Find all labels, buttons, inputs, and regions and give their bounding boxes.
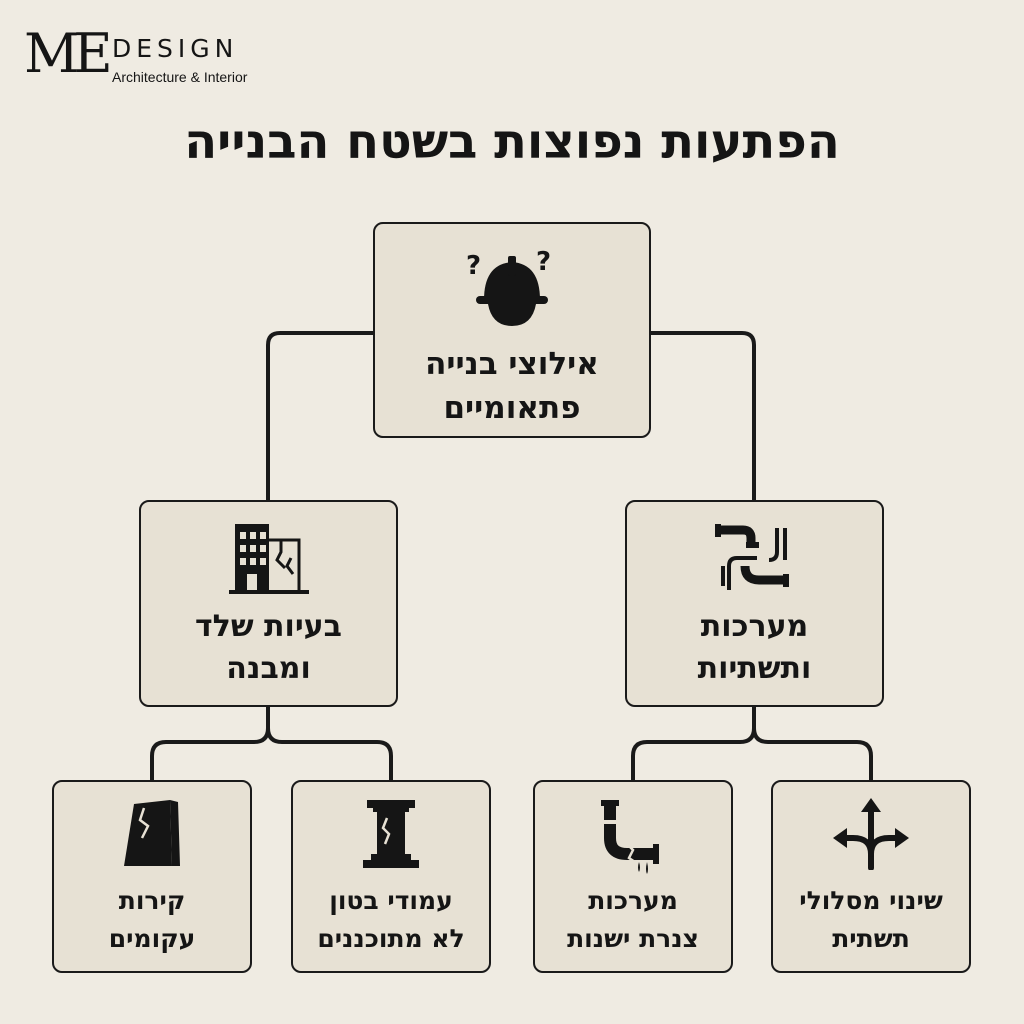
logo-mark: ME bbox=[24, 22, 113, 85]
node-old-pipes-line2: צנרת ישנות bbox=[567, 924, 699, 953]
node-root: ? ? אילוצי בנייה פתאומיים bbox=[373, 222, 651, 438]
node-structure-line2: ומבנה bbox=[226, 651, 311, 686]
node-columns: עמודי בטון לא מתוכננים bbox=[291, 780, 491, 973]
node-rerouting-line1: שינוי מסלולי bbox=[799, 886, 943, 915]
brand-logo: ME DESIGN Architecture & Interior bbox=[24, 24, 284, 88]
leaking-pipe-icon bbox=[593, 798, 673, 878]
node-rerouting-label: שינוי מסלולי תשתית bbox=[773, 882, 969, 958]
connector-structure-walls bbox=[150, 705, 270, 782]
page-title: הפתעות נפוצות בשטח הבנייה bbox=[184, 114, 840, 170]
svg-text:?: ? bbox=[466, 251, 481, 281]
node-rerouting: שינוי מסלולי תשתית bbox=[771, 780, 971, 973]
connector-infrastructure-pipes bbox=[631, 705, 756, 782]
node-root-line1: אילוצי בנייה bbox=[425, 346, 599, 382]
node-walls-line1: קירות bbox=[118, 886, 186, 915]
node-root-label: אילוצי בנייה פתאומיים bbox=[375, 342, 649, 430]
node-walls-line2: עקומים bbox=[108, 924, 196, 953]
node-columns-line2: לא מתוכננים bbox=[317, 924, 465, 953]
node-structure: בעיות שלד ומבנה bbox=[139, 500, 398, 707]
node-columns-line1: עמודי בטון bbox=[329, 886, 453, 915]
node-infrastructure: מערכות ותשתיות bbox=[625, 500, 884, 707]
node-old-pipes-label: מערכות צנרת ישנות bbox=[535, 882, 731, 958]
node-infrastructure-line2: ותשתיות bbox=[697, 651, 812, 686]
node-root-line2: פתאומיים bbox=[443, 390, 581, 426]
node-infrastructure-line1: מערכות bbox=[700, 609, 809, 644]
crooked-wall-icon bbox=[120, 798, 184, 874]
node-walls: קירות עקומים bbox=[52, 780, 252, 973]
connector-structure-columns bbox=[266, 705, 393, 782]
cracked-building-icon bbox=[228, 518, 309, 598]
node-walls-label: קירות עקומים bbox=[54, 882, 250, 958]
node-old-pipes: מערכות צנרת ישנות bbox=[533, 780, 733, 973]
node-infrastructure-label: מערכות ותשתיות bbox=[627, 606, 882, 690]
node-columns-label: עמודי בטון לא מתוכננים bbox=[293, 882, 489, 958]
node-rerouting-line2: תשתית bbox=[832, 924, 910, 953]
concrete-column-icon bbox=[355, 798, 427, 874]
split-arrows-icon bbox=[831, 798, 911, 874]
node-structure-line1: בעיות שלד bbox=[195, 609, 342, 644]
pipes-icon bbox=[714, 520, 795, 596]
connector-root-structure bbox=[266, 331, 375, 502]
node-old-pipes-line1: מערכות bbox=[588, 886, 678, 915]
connector-infrastructure-routes bbox=[752, 705, 873, 782]
hardhat-question-icon: ? ? bbox=[464, 244, 560, 334]
logo-wordmark: DESIGN bbox=[112, 34, 239, 63]
node-structure-label: בעיות שלד ומבנה bbox=[141, 606, 396, 690]
logo-subtitle: Architecture & Interior bbox=[112, 69, 248, 85]
connector-root-infrastructure bbox=[649, 331, 756, 502]
svg-text:?: ? bbox=[536, 247, 551, 277]
